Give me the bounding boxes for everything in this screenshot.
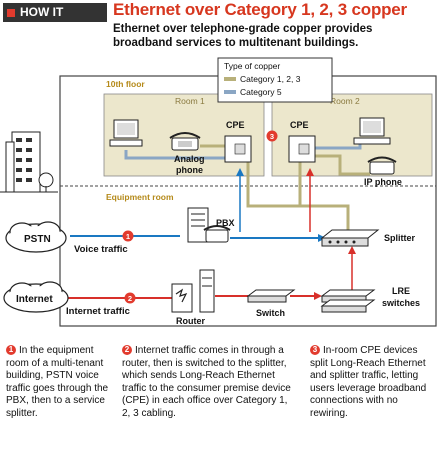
internet-arrow-head [314,292,322,300]
arrow-head-red-2 [348,246,356,254]
marker-2-label: 2 [128,294,132,303]
marker-1-label: 1 [126,232,130,241]
lre-label-1: LRE [392,286,410,296]
note-2-number: 2 [122,345,132,355]
lre-label-2: switches [382,298,420,308]
legend: Type of copper Category 1, 2, 3 Category… [217,57,333,103]
network-diagram: 10th floor Equipment room Room 1 Room 2 … [0,57,437,327]
marker-2 [124,292,136,304]
splitter-label: Splitter [384,233,416,243]
computer-icon-room1 [109,119,143,147]
arrow-head-red [306,168,314,176]
analog-phone-label-2: phone [176,165,203,175]
analog-phone-label-1: Analog [174,154,205,164]
analog-phone-icon [169,132,201,151]
note-1-text: In the equipment room of a multi-tenant … [6,345,109,419]
switch-label: Switch [256,308,285,318]
how-it-works-badge: HOW IT WORKS [3,3,107,38]
splitter-icon [320,229,380,247]
room-1-label: Room 1 [175,96,205,106]
cable-cpe2-ipphone [315,154,370,176]
room-2 [271,93,433,177]
computer-icon-room2 [353,117,391,145]
cpe-device-icon-1 [224,135,252,163]
note-3-text: In-room CPE devices split Long-Reach Eth… [310,345,427,419]
marker-3-label: 3 [270,132,274,141]
cable-cat123-room2 [298,160,348,208]
internet-traffic-label: Internet traffic [66,306,130,317]
marker-1 [122,230,134,242]
page-title: Ethernet over Category 1, 2, 3 copper [113,0,407,19]
pstn-cloud-icon [5,221,67,253]
building-icon [0,131,58,193]
note-3-number: 3 [310,345,320,355]
floor-10-label: 10th floor [106,79,145,89]
internet-label: Internet [16,294,53,305]
router-icon [171,269,215,313]
note-1-number: 1 [6,345,16,355]
equipment-room-label: Equipment room [106,192,174,202]
note-2-text: Internet traffic comes in through a rout… [122,345,291,419]
legend-label-cat5: Category 5 [240,87,282,97]
switch-icon [246,289,296,303]
cable-cat123-room1 [246,162,350,234]
router-label: Router [176,316,205,326]
cpe2-label: CPE [290,120,309,130]
pstn-label: PSTN [24,234,51,245]
lre-switches-icon [320,289,376,313]
cable-pc-cpe1 [124,150,225,160]
arrow-head-blue [236,168,244,176]
pbx-label: PBX [216,218,235,228]
pbx-icon [187,207,231,243]
internet-cloud-icon [3,281,69,313]
legend-label-cat123: Category 1, 2, 3 [240,74,301,84]
square-bullet-icon [7,8,15,17]
badge-label: HOW IT WORKS [7,5,64,38]
legend-title: Type of copper [224,61,280,71]
page-subtitle: Ethernet over telephone-grade copper pro… [113,23,373,49]
room-2-label: Room 2 [330,96,360,106]
ip-phone-icon [367,156,397,175]
ip-phone-label: IP phone [364,177,402,187]
cpe-device-icon-2 [288,135,316,163]
voice-traffic-label: Voice traffic [74,244,128,255]
cpe1-label: CPE [226,120,245,130]
marker-3 [266,130,278,142]
